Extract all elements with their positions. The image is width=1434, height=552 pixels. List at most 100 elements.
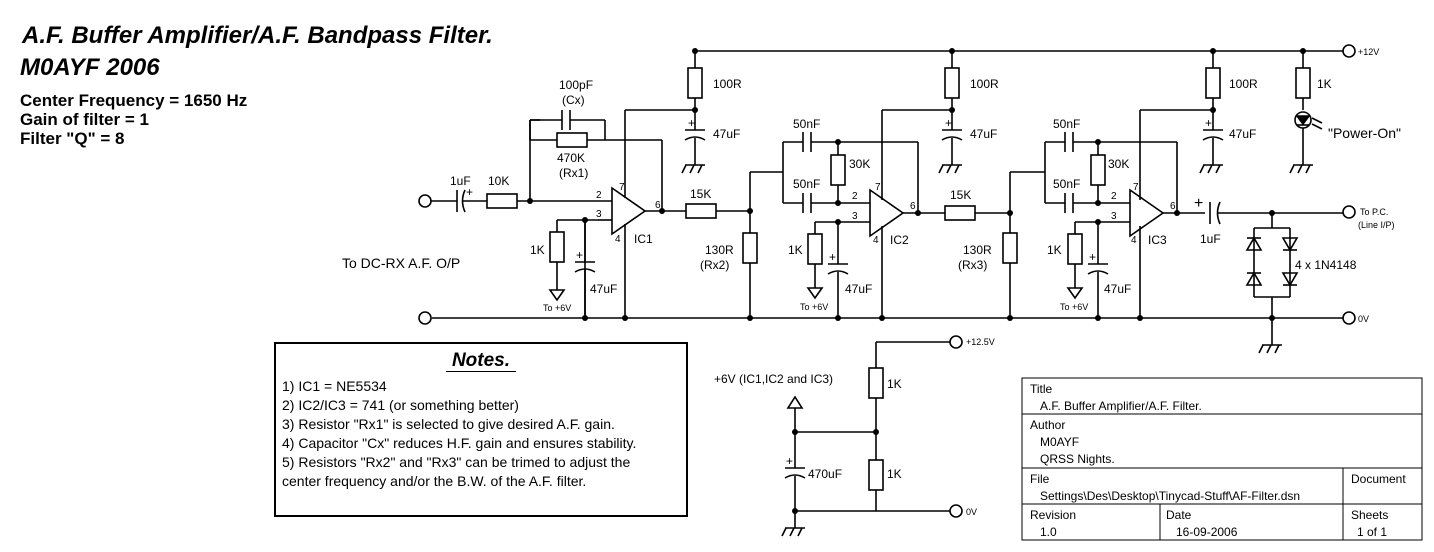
label-r15k-1: 15K [690, 187, 711, 201]
pin-6-ic2: 6 [910, 201, 916, 212]
label-c50-2b: 50nF [1053, 177, 1080, 191]
label-r1k-1: 1K [530, 243, 545, 257]
file-value: Settings\Des\Desktop\Tinycad-Stuff\AF-Fi… [1040, 489, 1301, 503]
label-c47-3: 47uF [970, 127, 997, 141]
date-label: Date [1166, 508, 1192, 522]
sheets-label: Sheets [1351, 508, 1389, 522]
label-cx-name: (Cx) [562, 93, 585, 107]
label-plus-cout: + [1194, 195, 1203, 212]
label-ic1: IC1 [634, 232, 653, 246]
label-rx1-val: 470K [557, 151, 585, 165]
diode-4 [1281, 272, 1299, 287]
label-rx1-name: (Rx1) [559, 166, 588, 180]
label-rx3: (Rx3) [958, 258, 987, 272]
pin-4-ic3: 4 [1131, 235, 1137, 246]
opamp-ic3 [1129, 188, 1165, 238]
label-diodes: 4 x 1N4148 [1295, 258, 1357, 272]
sheets-value: 1 of 1 [1357, 525, 1388, 539]
label-line-ip: (Line I/P) [1358, 220, 1395, 230]
spec-q: Filter "Q" = 8 [20, 129, 125, 148]
label-r-in: 10K [488, 174, 509, 188]
label-ref6v: +6V (IC1,IC2 and IC3) [714, 372, 833, 386]
label-ov-main: 0V [1358, 314, 1369, 324]
label-ic2: IC2 [890, 233, 909, 247]
label-plus-c470: + [786, 454, 793, 468]
label-ov-supply: 0V [966, 507, 977, 517]
label-plus-c47-5: + [1205, 116, 1212, 130]
pin-2-ic3: 2 [1111, 191, 1117, 202]
label-r1k-s2: 1K [887, 467, 902, 481]
label-r1k-s1: 1K [887, 377, 902, 391]
pin-4-ic1: 4 [615, 234, 621, 245]
label-r100-1: 100R [713, 77, 742, 91]
label-c-in: 1uF [450, 174, 471, 188]
label-cx-val: 100pF [559, 78, 593, 92]
note-line: 1) IC1 = NE5534 [282, 378, 387, 394]
label-plus-c47-1: + [688, 116, 695, 130]
label-r1k-3: 1K [1047, 243, 1062, 257]
label-c50-1a: 50nF [793, 117, 820, 131]
opamp-ic1 [611, 186, 647, 236]
pin-6-ic1: 6 [655, 200, 661, 211]
notes-box: Notes. 1) IC1 = NE5534 2) IC2/IC3 = 741 … [274, 342, 688, 517]
ground-terminal [418, 311, 432, 325]
title-value: A.F. Buffer Amplifier/A.F. Filter. [1040, 399, 1202, 413]
plus125-terminal [949, 335, 963, 349]
plus12v-terminal [1342, 44, 1356, 58]
label-plus-c47-6: + [1089, 250, 1096, 264]
label-r130-2: 130R [963, 243, 992, 257]
label-plus-c47-2: + [576, 248, 583, 262]
label-r1k-2: 1K [788, 243, 803, 257]
label-to6v-2: To +6V [800, 302, 828, 312]
title-label: Title [1030, 382, 1053, 396]
schematic-title: A.F. Buffer Amplifier/A.F. Bandpass Filt… [22, 22, 493, 49]
label-r1k-led: 1K [1317, 77, 1332, 91]
pin-3-ic2: 3 [852, 211, 858, 222]
pin-7-ic2: 7 [875, 182, 881, 193]
label-plus125: +12.5V [966, 337, 995, 347]
diode-2 [1281, 237, 1299, 252]
ov-supply-terminal [949, 504, 963, 518]
pin-2-ic1: 2 [596, 190, 602, 201]
note-line: 5) Resistors "Rx2" and "Rx3" can be trim… [282, 454, 631, 470]
pin-7-ic1: 7 [619, 182, 625, 193]
label-plus-c47-4: + [829, 250, 836, 264]
pin-3-ic1: 3 [596, 209, 602, 220]
spec-gain: Gain of filter = 1 [20, 110, 149, 129]
label-ic3: IC3 [1148, 233, 1167, 247]
label-r30k-1: 30K [849, 157, 870, 171]
notes-title: Notes. [445, 350, 517, 372]
label-power-on: "Power-On" [1328, 125, 1401, 141]
opamp-ic2 [869, 188, 905, 238]
label-c47-1: 47uF [713, 127, 740, 141]
label-c50-2a: 50nF [1053, 117, 1080, 131]
label-c47-6: 47uF [1104, 282, 1131, 296]
pin-6-ic3: 6 [1170, 201, 1176, 212]
file-label: File [1030, 472, 1050, 486]
label-rx2: (Rx2) [700, 258, 729, 272]
pin-4-ic2: 4 [873, 235, 879, 246]
label-r130-1: 130R [705, 243, 734, 257]
label-to6v-1: To +6V [543, 303, 571, 313]
note-line: 2) IC2/IC3 = 741 (or something better) [282, 397, 519, 413]
label-plus12: +12V [1358, 47, 1379, 57]
label-c47-2: 47uF [590, 282, 617, 296]
date-value: 16-09-2006 [1176, 525, 1238, 539]
label-r30k-2: 30K [1108, 157, 1129, 171]
revision-label: Revision [1030, 508, 1077, 522]
pin-7-ic3: 7 [1133, 182, 1139, 193]
label-c470: 470uF [808, 467, 842, 481]
label-c47-5: 47uF [1229, 127, 1256, 141]
label-to-pc: To P.C. [1360, 207, 1388, 217]
schematic-author-year: M0AYF 2006 [20, 54, 160, 81]
note-line: center frequency and/or the B.W. of the … [282, 473, 587, 489]
diode-3 [1245, 271, 1263, 286]
document-label: Document [1351, 472, 1406, 486]
author-extra: QRSS Nights. [1040, 452, 1115, 466]
spec-center-frequency: Center Frequency = 1650 Hz [20, 91, 248, 110]
note-line: 3) Resistor "Rx1" is selected to give de… [282, 416, 615, 432]
note-line: 4) Capacitor "Cx" reduces H.F. gain and … [282, 435, 637, 451]
label-c50-1b: 50nF [793, 177, 820, 191]
pin-3-ic3: 3 [1111, 211, 1117, 222]
